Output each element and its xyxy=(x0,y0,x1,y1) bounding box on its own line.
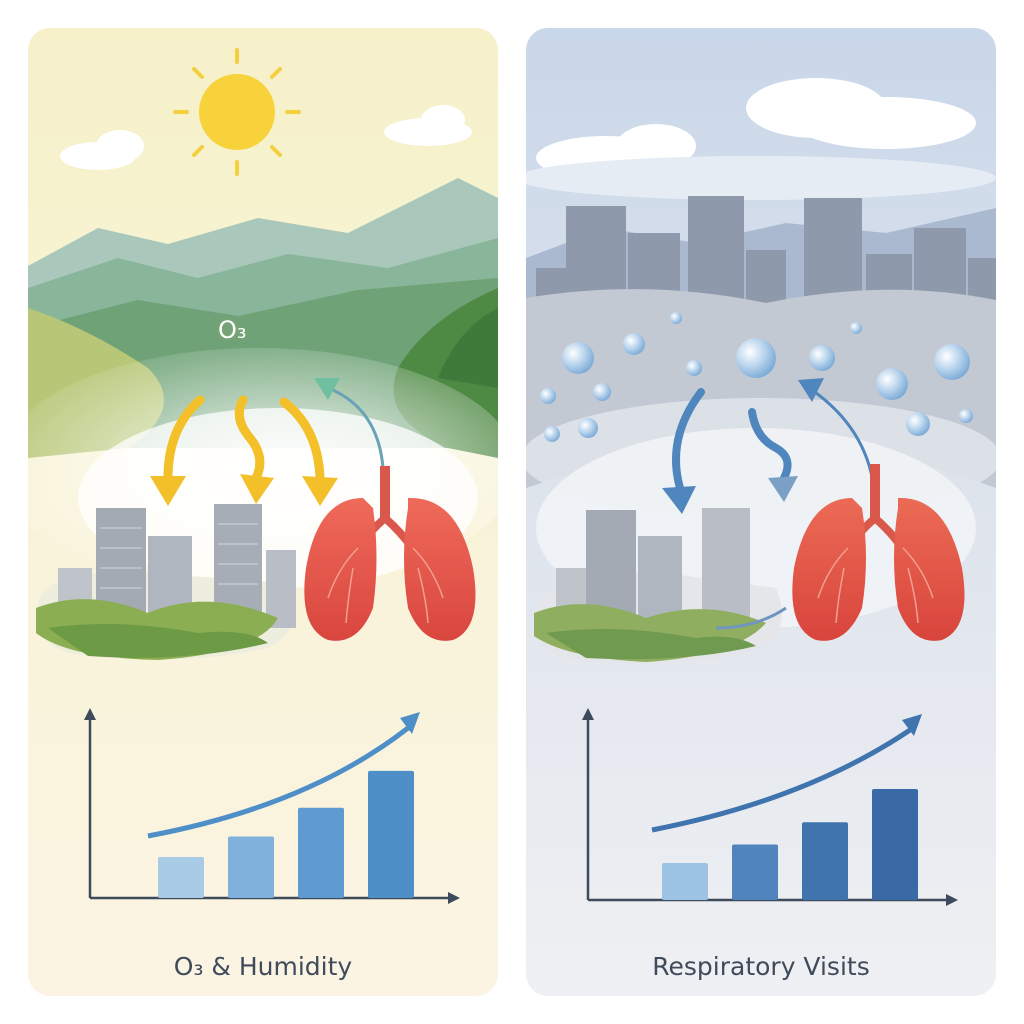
chart-bar-2 xyxy=(228,836,274,898)
left-chart-bars xyxy=(158,770,414,898)
cloud-icon xyxy=(526,78,996,200)
panel-ozone-humidity: O₃ O₃ & Humidity xyxy=(28,28,498,996)
chart-bar-2 xyxy=(732,844,778,900)
city-skyline-icon xyxy=(533,508,787,664)
lungs-icon xyxy=(304,466,476,641)
city-skyline-icon xyxy=(36,504,296,660)
right-caption: Respiratory Visits xyxy=(652,952,870,981)
inhalation-arrow xyxy=(314,378,385,469)
left-caption: O₃ & Humidity xyxy=(173,952,353,981)
chart-bar-4 xyxy=(872,789,918,900)
ozone-flow-arrows xyxy=(163,395,325,483)
trend-arrow-icon xyxy=(651,714,922,833)
lungs-icon xyxy=(792,464,965,641)
chart-bar-1 xyxy=(158,857,204,898)
panel-respiratory-visits: Respiratory Visits xyxy=(526,28,996,996)
ozone-scene-svg xyxy=(28,28,498,996)
chart-bar-3 xyxy=(802,822,848,900)
chart-bar-4 xyxy=(368,770,414,898)
chart-bar-1 xyxy=(662,863,708,900)
sun-icon xyxy=(173,48,301,176)
ozone-label: O₃ xyxy=(218,316,247,344)
chart-bar-3 xyxy=(298,807,344,898)
trend-arrow-icon xyxy=(147,712,420,839)
water-droplets-icon xyxy=(540,312,973,442)
right-chart-bars xyxy=(662,789,918,900)
humidity-flow-arrows xyxy=(672,388,792,492)
cloud-icon xyxy=(60,105,472,170)
respiratory-scene-svg xyxy=(526,28,996,996)
